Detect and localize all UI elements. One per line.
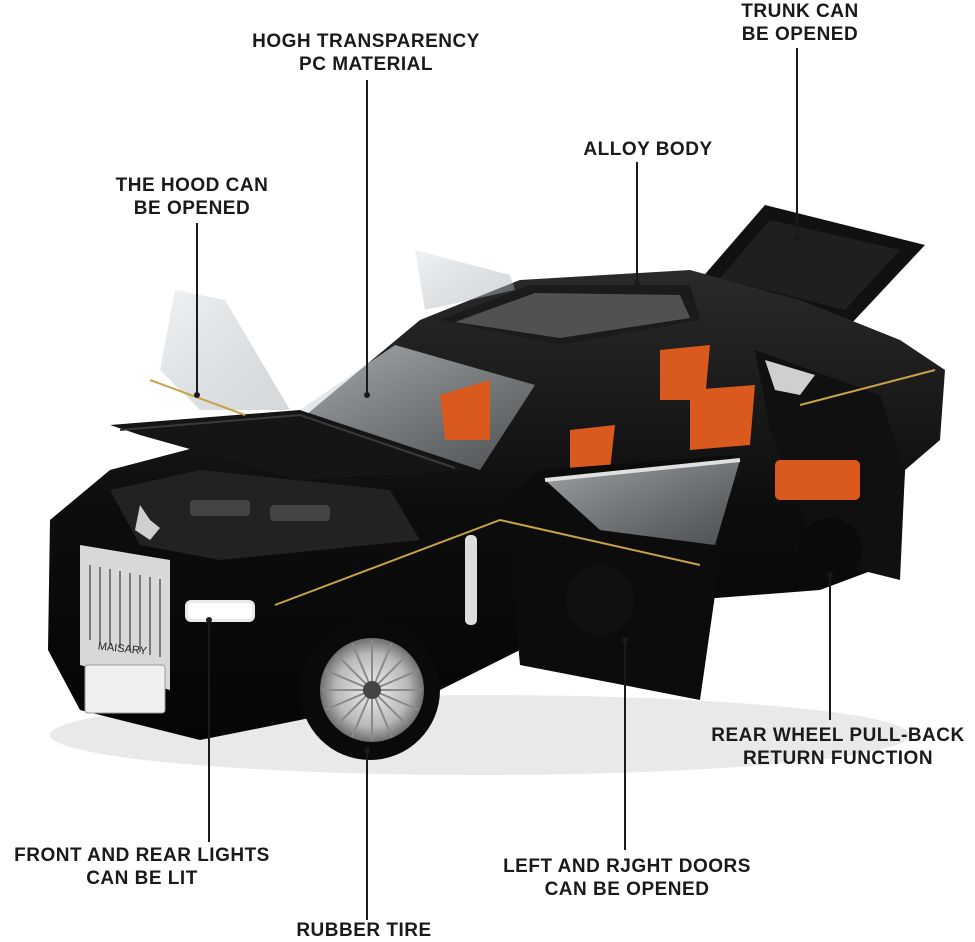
pc-material-leader [366,80,368,395]
alloy-body-label-line1: ALLOY BODY [583,139,713,160]
grille [80,545,170,690]
alloy-body-leader [636,162,638,282]
hood-dot [194,392,200,398]
alloy-body-dot [634,280,640,286]
interior-seat [440,380,490,440]
alloy-body-label: ALLOY BODY [548,138,748,161]
engine-bay [110,470,420,560]
front-door-glass [160,290,290,410]
hood-label: THE HOOD CAN BE OPENED [92,174,292,220]
pc-material-label: HOGH TRANSPARENCY PC MATERIAL [226,30,506,76]
trunk-label-line1: TRUNK CAN [741,1,859,22]
doors-dot [622,637,628,643]
tire-label-line1: RUBBER TIRE [296,920,432,941]
pc-material-dot [364,392,370,398]
lights-label-line2: CAN BE LIT [86,868,198,889]
sunroof [455,293,690,338]
rear-wheel-label-line2: RETURN FUNCTION [742,748,934,769]
rear-wheel-leader [829,575,831,720]
tire-leader [366,750,368,920]
tire-label: RUBBER TIRE [264,919,464,942]
doors-leader [624,640,626,850]
trunk-leader [796,48,798,238]
trunk-label-line2: BE OPENED [741,24,859,45]
rear-wheel-dot [827,572,833,578]
rear-wheel-label: REAR WHEEL PULL-BACK RETURN FUNCTION [708,724,968,770]
hood [110,410,470,480]
pc-material-label-line1: HOGH TRANSPARENCY [252,31,480,52]
gold-stripe [274,518,701,606]
rear-wheel [798,518,862,582]
hood-leader [196,223,198,395]
plate-text: MAISARY [97,640,148,657]
trunk-label: TRUNK CAN BE OPENED [700,0,900,46]
trunk-dot [794,235,800,241]
rear-wheel-label-line1: REAR WHEEL PULL-BACK [711,725,965,746]
hood-label-line1: THE HOOD CAN [115,175,269,196]
pc-material-label-line2: PC MATERIAL [299,54,433,75]
doors-label-line1: LEFT AND RJGHT DOORS [503,856,751,877]
lights-label: FRONT AND REAR LIGHTS CAN BE LIT [0,844,284,890]
lights-label-line1: FRONT AND REAR LIGHTS [14,845,270,866]
doors-label-line2: CAN BE OPENED [544,879,710,900]
lights-dot [206,617,212,623]
car-body [48,270,945,740]
tire-dot [364,747,370,753]
hood-label-line2: BE OPENED [133,198,251,219]
lights-leader [208,620,210,842]
doors-label: LEFT AND RJGHT DOORS CAN BE OPENED [484,855,770,901]
